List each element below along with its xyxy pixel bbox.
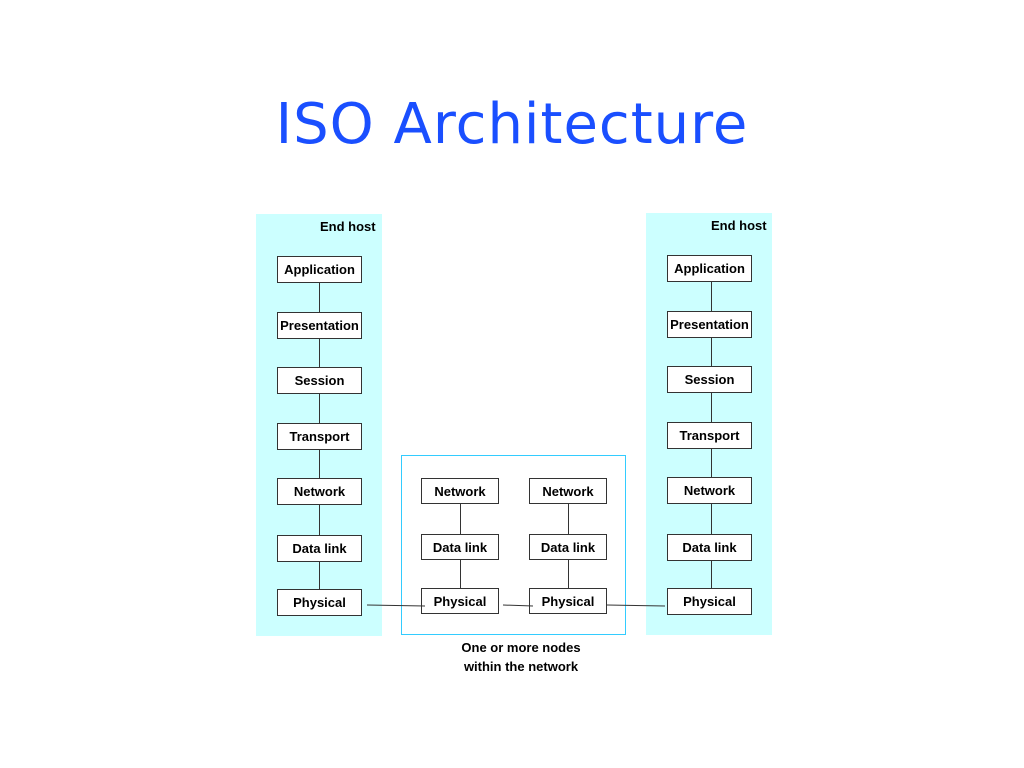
left-layer-network: Network bbox=[277, 478, 362, 505]
left-layer-application: Application bbox=[277, 256, 362, 283]
right-layer-presentation: Presentation bbox=[667, 311, 752, 338]
network-caption-line-2: within the network bbox=[463, 659, 579, 674]
right-layer-transport: Transport bbox=[667, 422, 752, 449]
right-layer-session: Session bbox=[667, 366, 752, 393]
left-layer-data-link: Data link bbox=[277, 535, 362, 562]
node1-layer-physical: Physical bbox=[421, 588, 499, 614]
right-end-host-label: End host bbox=[711, 218, 767, 233]
node1-layer-network: Network bbox=[421, 478, 499, 504]
node1-layer-data-link: Data link bbox=[421, 534, 499, 560]
node2-layer-physical: Physical bbox=[529, 588, 607, 614]
right-layer-application: Application bbox=[667, 255, 752, 282]
right-layer-data-link: Data link bbox=[667, 534, 752, 561]
network-caption: One or more nodes within the network bbox=[441, 638, 601, 676]
left-end-host-label: End host bbox=[320, 219, 376, 234]
network-caption-line-1: One or more nodes bbox=[461, 640, 581, 655]
left-layer-physical: Physical bbox=[277, 589, 362, 616]
left-layer-session: Session bbox=[277, 367, 362, 394]
right-layer-network: Network bbox=[667, 477, 752, 504]
network-frame bbox=[401, 455, 626, 635]
node2-layer-network: Network bbox=[529, 478, 607, 504]
left-layer-presentation: Presentation bbox=[277, 312, 362, 339]
left-layer-transport: Transport bbox=[277, 423, 362, 450]
node2-layer-data-link: Data link bbox=[529, 534, 607, 560]
right-layer-physical: Physical bbox=[667, 588, 752, 615]
page-title: ISO Architecture bbox=[275, 92, 749, 157]
